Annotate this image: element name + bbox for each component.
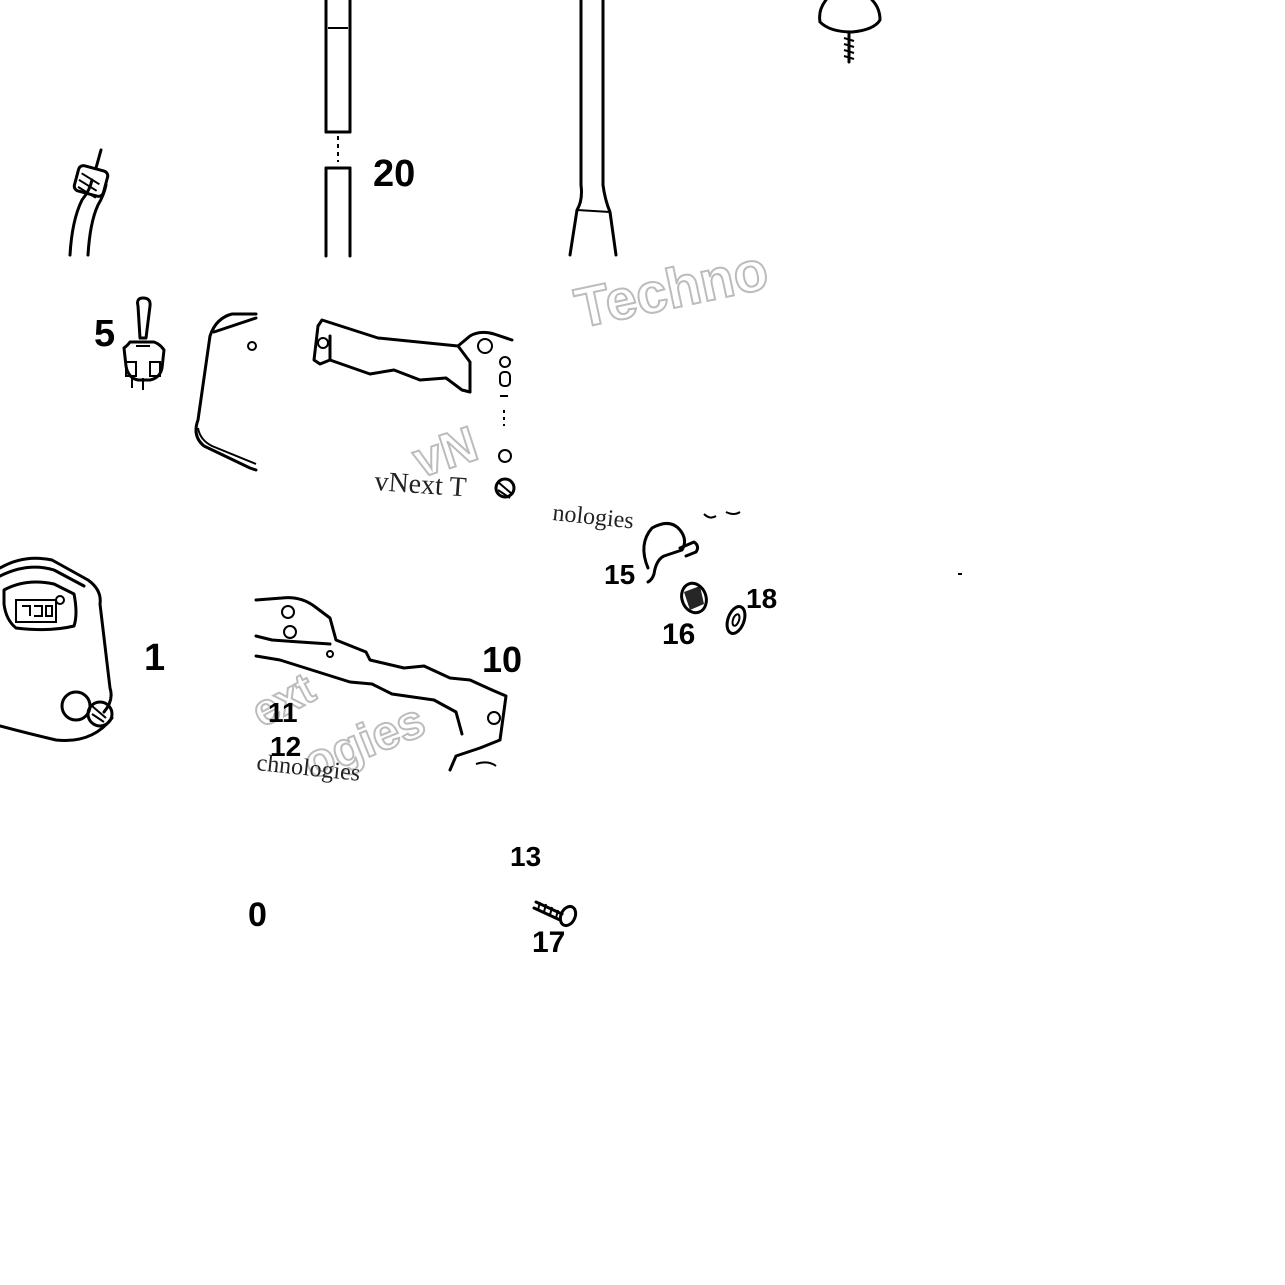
watermark-vnext-t: vNext T bbox=[374, 466, 468, 503]
antenna-base-knob bbox=[818, 0, 882, 64]
hairpin-clip-part-15 bbox=[642, 511, 741, 584]
mounting-bracket-upper bbox=[312, 318, 516, 499]
part-label-10: 10 bbox=[482, 639, 522, 680]
part-label-9: 0 bbox=[248, 896, 267, 934]
part-label-18: 18 bbox=[746, 583, 777, 614]
part-label-20: 20 bbox=[373, 153, 415, 195]
part-label-11: 11 bbox=[268, 697, 298, 728]
mounting-bracket-lower bbox=[254, 596, 508, 772]
part-label-15: 15 bbox=[604, 559, 635, 590]
watermark-techno: Techno bbox=[569, 238, 773, 340]
gauge-unit-part-1 bbox=[0, 556, 114, 743]
speedometer-cable bbox=[68, 148, 110, 257]
toggle-switch-part-5 bbox=[122, 296, 166, 390]
antenna-mast bbox=[568, 0, 618, 257]
part-label-5: 5 bbox=[94, 313, 115, 355]
part-label-16: 16 bbox=[662, 618, 695, 651]
watermark-nologies: nologies bbox=[551, 500, 635, 534]
part-label-13: 13 bbox=[510, 841, 541, 872]
screw-part-17 bbox=[532, 900, 578, 928]
tile-masks bbox=[770, 256, 1285, 516]
instrument-housing bbox=[194, 312, 258, 472]
part-label-1: 1 bbox=[144, 637, 165, 679]
nut-part-16 bbox=[680, 581, 708, 615]
part-label-12: 12 bbox=[270, 731, 301, 762]
antenna-rod-part-20 bbox=[324, 0, 352, 258]
part-label-17: 17 bbox=[532, 926, 565, 959]
washer-part-18 bbox=[725, 605, 747, 635]
